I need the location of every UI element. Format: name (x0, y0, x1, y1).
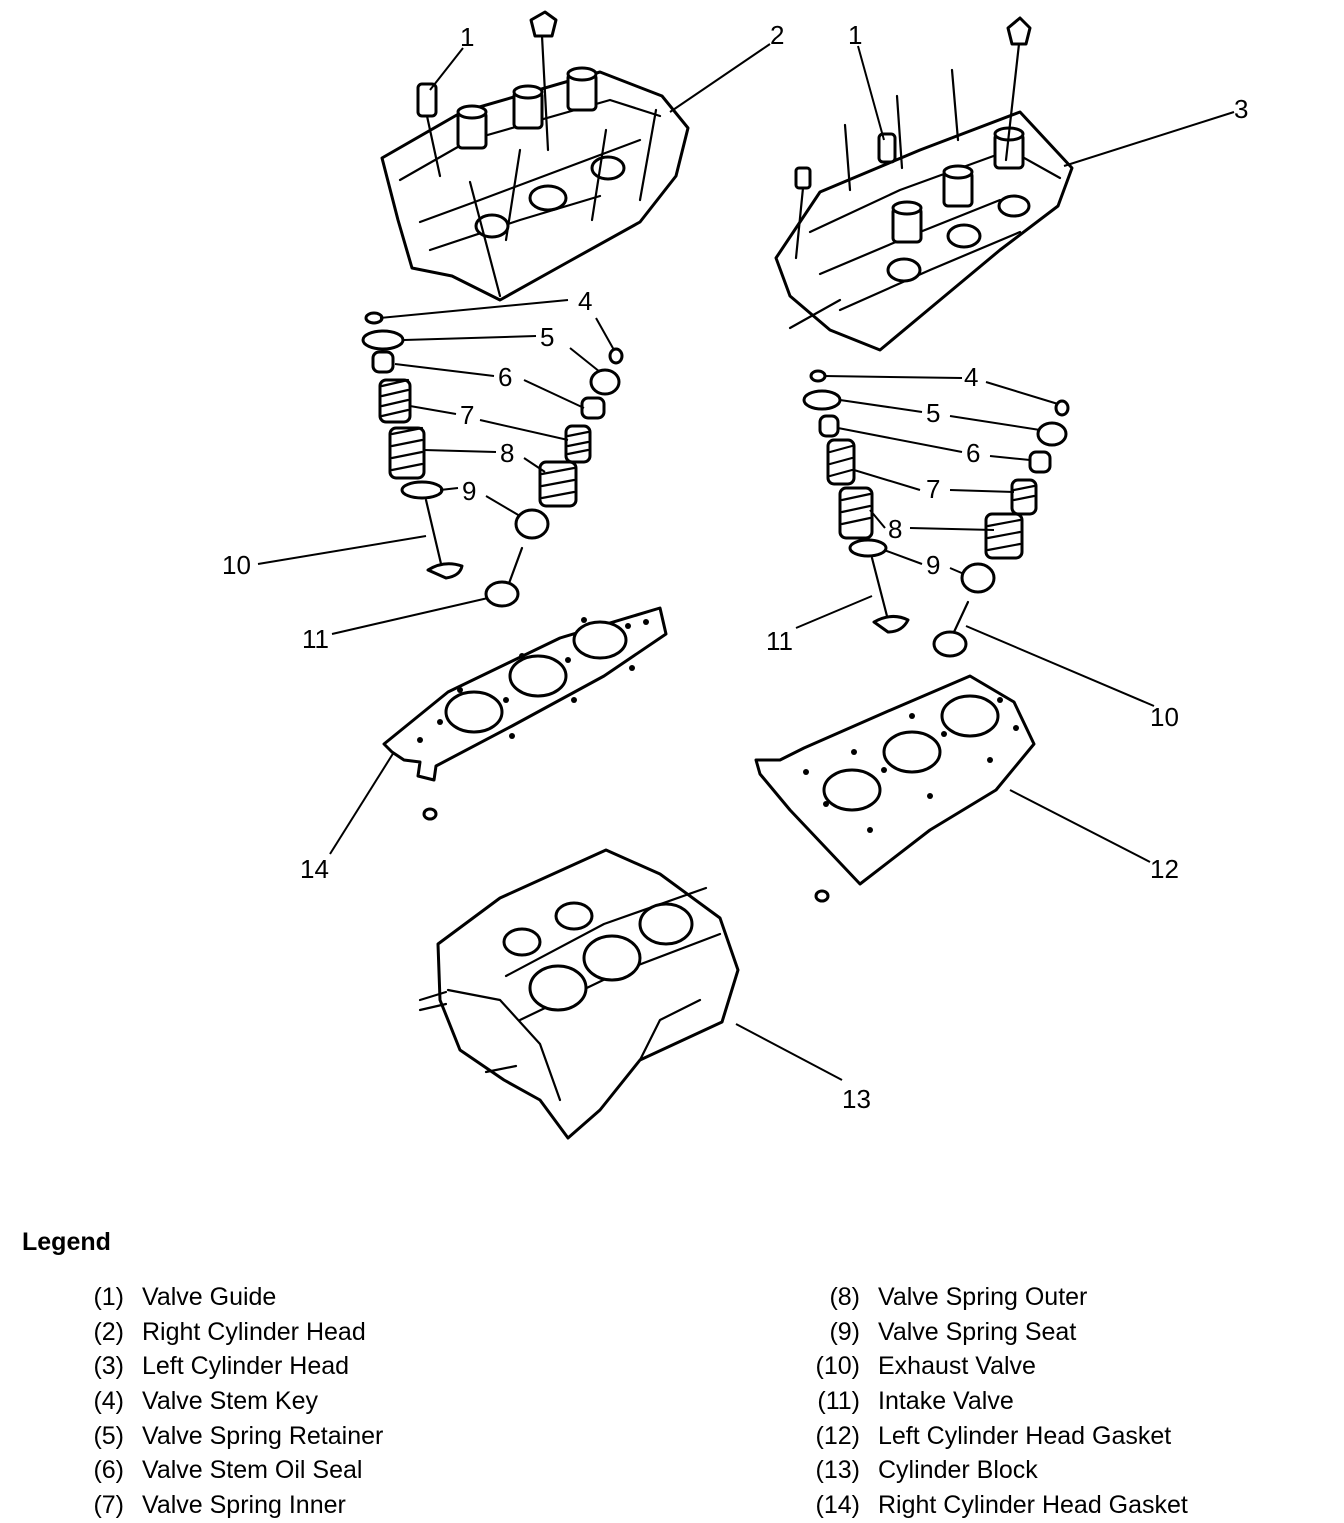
callout-4a: 4 (578, 286, 592, 316)
legend-item: (10) Exhaust Valve (776, 1349, 1188, 1384)
legend-item-label: Left Cylinder Head Gasket (878, 1421, 1172, 1450)
right-cylinder-head (380, 10, 690, 302)
legend-item-number: (5) (93, 1421, 124, 1450)
legend-item: (3) Left Cylinder Head (40, 1349, 383, 1384)
legend-item-label: Valve Spring Seat (878, 1317, 1077, 1346)
legend-item-label: Intake Valve (878, 1386, 1014, 1415)
callout-1b: 1 (848, 20, 862, 50)
callout-9a: 9 (462, 476, 476, 506)
callout-5b: 5 (926, 398, 940, 428)
callout-6a: 6 (498, 362, 512, 392)
valve-train-left (361, 311, 624, 608)
legend-item-number: (3) (93, 1352, 124, 1381)
callout-9b: 9 (926, 550, 940, 580)
legend-item-number: (4) (93, 1386, 124, 1415)
callout-4b: 4 (964, 362, 978, 392)
callout-1a: 1 (460, 22, 474, 52)
legend-column-right: (8) Valve Spring Outer (9) Valve Spring Se… (776, 1280, 1188, 1523)
legend-item-number: (10) (815, 1352, 860, 1381)
legend-item: (5) Valve Spring Retainer (40, 1419, 383, 1454)
callout-10b: 10 (1150, 702, 1179, 732)
legend-item-number: (1) (93, 1282, 124, 1311)
legend-item: (12) Left Cylinder Head Gasket (776, 1419, 1188, 1454)
legend-item-label: Left Cylinder Head (142, 1352, 350, 1381)
callout-10a: 10 (222, 550, 251, 580)
legend-item-label: Valve Stem Key (142, 1386, 319, 1415)
legend-column-left: (1) Valve Guide (2) Right Cylinder Head (3… (40, 1280, 383, 1523)
callout-7a: 7 (460, 400, 474, 430)
callout-14: 14 (300, 854, 329, 884)
legend-title: Legend (22, 1228, 111, 1256)
callout-6b: 6 (966, 438, 980, 468)
legend-item-number: (2) (93, 1317, 124, 1346)
legend-item-label: Cylinder Block (878, 1456, 1038, 1485)
legend-item-number: (9) (829, 1317, 860, 1346)
legend-item-number: (6) (93, 1456, 124, 1485)
legend-item: (13) Cylinder Block (776, 1453, 1188, 1488)
callout-13: 13 (842, 1084, 871, 1114)
right-cylinder-head-gasket (382, 606, 668, 821)
legend-item-label: Exhaust Valve (878, 1352, 1036, 1381)
callout-8a: 8 (500, 438, 514, 468)
exploded-view-diagram: 1 2 1 3 4 5 6 7 8 9 10 11 14 4 5 6 7 8 9… (222, 10, 1248, 1140)
legend-item-number: (11) (817, 1386, 860, 1415)
legend-item: (11) Intake Valve (776, 1384, 1188, 1419)
legend-item-label: Valve Stem Oil Seal (142, 1456, 363, 1485)
legend-item: (4) Valve Stem Key (40, 1384, 383, 1419)
legend-item: (7) Valve Spring Inner (40, 1488, 383, 1523)
legend-item: (9) Valve Spring Seat (776, 1315, 1188, 1350)
legend-item-number: (14) (815, 1490, 860, 1519)
cylinder-block (418, 848, 740, 1140)
callout-8b: 8 (888, 514, 902, 544)
legend-item: (14) Right Cylinder Head Gasket (776, 1488, 1188, 1523)
legend-item: (1) Valve Guide (40, 1280, 383, 1315)
legend-item: (8) Valve Spring Outer (776, 1280, 1188, 1315)
legend-item-label: Valve Spring Outer (878, 1282, 1088, 1311)
legend: Legend (1) Valve Guide (2) Right Cylinder … (0, 1222, 1344, 1520)
legend-item-number: (12) (815, 1421, 860, 1450)
legend-item: (2) Right Cylinder Head (40, 1315, 383, 1350)
legend-item-label: Valve Spring Retainer (142, 1421, 384, 1450)
callout-11a: 11 (302, 624, 329, 654)
legend-item-label: Valve Spring Inner (142, 1490, 346, 1519)
callout-labels: 1 2 1 3 4 5 6 7 8 9 10 11 14 4 5 6 7 8 9… (222, 20, 1248, 1114)
callout-5a: 5 (540, 322, 554, 352)
left-cylinder-head-gasket (754, 674, 1036, 903)
legend-item: (6) Valve Stem Oil Seal (40, 1453, 383, 1488)
left-cylinder-head (774, 16, 1074, 352)
callout-11b: 11 (766, 626, 793, 656)
legend-item-number: (7) (93, 1490, 124, 1519)
callout-12: 12 (1150, 854, 1179, 884)
callout-2: 2 (770, 20, 784, 50)
leader-lines (257, 43, 1235, 1081)
legend-item-label: Right Cylinder Head Gasket (878, 1490, 1188, 1519)
legend-item-number: (8) (829, 1282, 860, 1311)
legend-item-number: (13) (815, 1456, 860, 1485)
callout-7b: 7 (926, 474, 940, 504)
legend-item-label: Valve Guide (142, 1282, 277, 1311)
callout-3: 3 (1234, 94, 1248, 124)
legend-item-label: Right Cylinder Head (142, 1317, 366, 1346)
